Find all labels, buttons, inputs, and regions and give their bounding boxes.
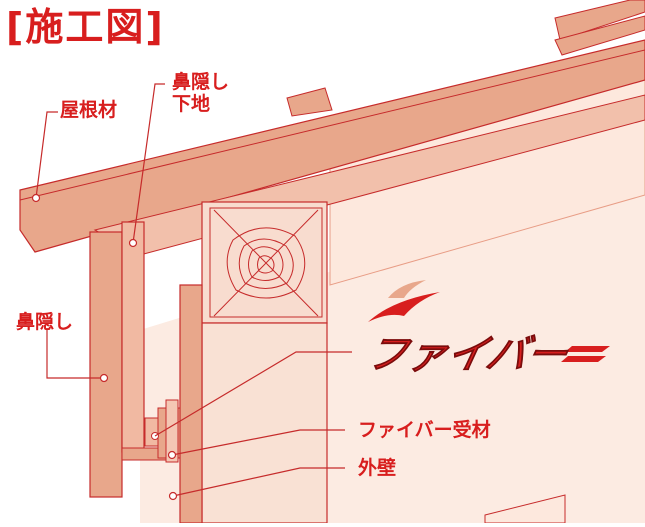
label-roof-material: 屋根材	[60, 99, 118, 121]
page-title: [施工図]	[6, 5, 165, 49]
fascia-board	[89, 231, 123, 498]
logo-mark	[368, 280, 610, 362]
wall-column	[201, 322, 328, 524]
leader-dots	[31, 193, 178, 501]
logo-text: ファイバー	[363, 330, 574, 377]
wood-grain	[209, 207, 323, 318]
label-exterior-wall: 外壁	[358, 457, 397, 479]
roof-shingle-mid	[286, 87, 333, 117]
clamp-hardware	[144, 399, 181, 463]
fascia-base-board	[121, 221, 145, 453]
fiver-receiver-post	[179, 284, 203, 524]
roof-shingle-top	[554, 0, 645, 41]
label-fascia: 鼻隠し	[16, 311, 74, 333]
label-fiver-receiver: ファイバー受材	[358, 419, 491, 441]
roof-board	[19, 39, 645, 253]
leader-lines	[35, 83, 352, 497]
roof-shingle-upper	[554, 15, 645, 56]
label-fascia-base: 鼻隠し 下地	[172, 71, 230, 115]
